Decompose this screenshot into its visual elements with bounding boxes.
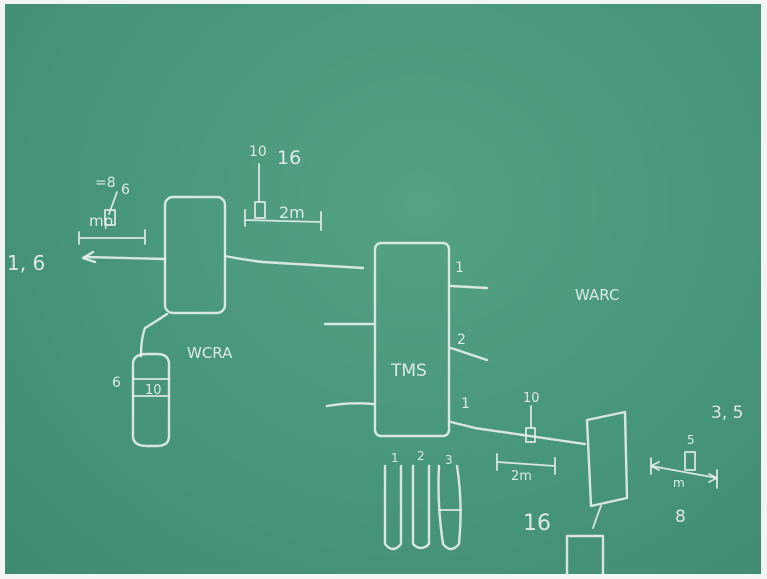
top-label-16: 16	[277, 147, 301, 169]
mid-span-label: 2m	[511, 469, 532, 484]
tms-unit	[373, 241, 451, 438]
tms-output-2	[449, 346, 489, 362]
tms-port-1: 1	[455, 260, 464, 276]
tank-label-1: 1	[391, 451, 399, 465]
left-small-mass-label: 6	[121, 182, 130, 198]
tank-label-3: 3	[445, 453, 453, 467]
left-process-line	[81, 250, 167, 264]
top-span-bar	[244, 209, 322, 231]
wcra-unit	[163, 195, 227, 315]
left-total-mass-label: =8	[95, 175, 116, 191]
mid-bottom-label: 16	[523, 511, 551, 536]
right-tag-label: 3, 5	[711, 403, 743, 423]
left-storage-label-a: 6	[112, 375, 121, 391]
warc-link	[592, 505, 602, 529]
left-storage-label-b: 10	[145, 383, 162, 398]
right-bottom-label: 8	[675, 507, 686, 527]
tms-output-1	[449, 284, 489, 290]
left-storage-tank	[131, 352, 171, 448]
lower-tank-3	[437, 464, 462, 551]
right-mass-box	[684, 451, 696, 471]
tms-input-3	[325, 402, 375, 408]
wcra-label: WCRA	[187, 344, 233, 362]
wcra-to-tms-line	[223, 254, 365, 270]
right-small-label: 5	[687, 433, 695, 447]
tms-port-out-1: 1	[461, 396, 470, 412]
top-label-10: 10	[249, 144, 267, 160]
warc-unit	[585, 410, 629, 508]
right-span-label: m	[673, 476, 685, 490]
chalkboard: 1, 6 =8 6 mp WCRA 6 10 10 16 2m	[5, 4, 761, 574]
left-span-bar	[78, 229, 146, 245]
right-storage-tank	[565, 534, 605, 574]
lower-tank-2	[411, 464, 431, 550]
tank-label-2: 2	[417, 449, 425, 463]
top-mass-box	[254, 201, 266, 219]
left-mass-tag: mp	[89, 212, 113, 230]
tms-to-warc-line	[449, 420, 587, 446]
left-mass-box	[104, 209, 116, 226]
top-span-label: 2m	[279, 203, 305, 222]
mid-label-10: 10	[523, 391, 540, 406]
chalk-drawing: 1, 6 =8 6 mp WCRA 6 10 10 16 2m	[7, 144, 743, 574]
left-edge-label: 1, 6	[7, 251, 45, 275]
mid-mass-box	[525, 427, 536, 443]
mid-span-bar	[496, 453, 556, 475]
warc-label: WARC	[575, 286, 619, 304]
right-span-arrows	[650, 461, 718, 483]
lower-tank-1	[383, 464, 403, 551]
tms-label: TMS	[390, 361, 427, 381]
wcra-link	[139, 312, 169, 358]
tms-port-2: 2	[457, 332, 466, 348]
